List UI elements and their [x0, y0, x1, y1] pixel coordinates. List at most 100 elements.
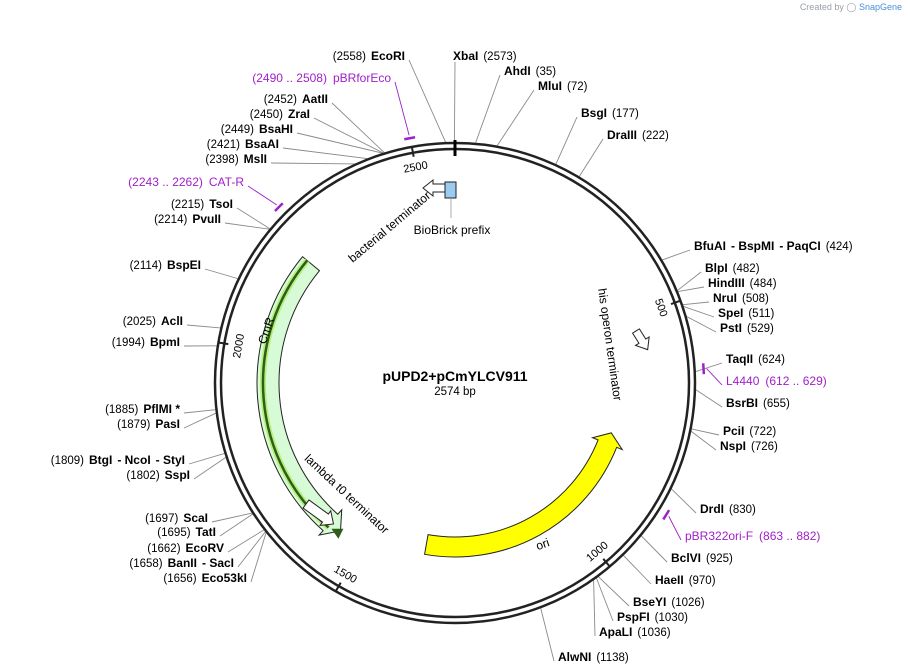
- site-label-bclvi[interactable]: BclVI(925): [671, 551, 733, 565]
- site-label-aatii[interactable]: (2452)AatII: [264, 92, 328, 106]
- site-name: - SacI: [202, 556, 234, 570]
- biobrick-prefix-box[interactable]: [444, 181, 457, 199]
- site-label-haeii[interactable]: HaeII(970): [655, 573, 716, 587]
- primer-label-cat-r[interactable]: (2243 .. 2262)CAT-R: [128, 175, 244, 189]
- site-label-pspfi[interactable]: PspFI(1030): [617, 610, 688, 624]
- site-label-bsahi[interactable]: (2449)BsaHI: [221, 122, 293, 136]
- site-position: (2573): [483, 51, 516, 63]
- tick-label-500: 500: [652, 297, 670, 318]
- site-position: (726): [751, 441, 778, 453]
- site-label-ecori[interactable]: (2558)EcoRI: [333, 49, 405, 63]
- credit-prefix: Created by: [799, 2, 844, 12]
- site-label-scai[interactable]: (1697) ScaI: [145, 511, 208, 525]
- site-name: ScaI: [183, 511, 208, 525]
- lambda-t0-terminator-arrow[interactable]: [301, 497, 339, 532]
- site-position: (2114): [130, 260, 163, 272]
- site-label-zrai[interactable]: (2450)ZraI: [250, 107, 310, 121]
- primer-mark-pbrforeco[interactable]: [404, 135, 416, 141]
- site-name: - BspMI: [731, 239, 774, 253]
- site-position: (1036): [637, 627, 670, 639]
- site-label-bsaai[interactable]: (2421)BsaAI: [207, 137, 279, 151]
- leader-line-alwni: [540, 608, 555, 662]
- site-position: (2215): [171, 199, 204, 211]
- site-label-tati[interactable]: (1695)TatI: [157, 525, 216, 539]
- site-label-taqii[interactable]: TaqII(624): [726, 352, 785, 366]
- site-label-apali[interactable]: ApaLI(1036): [599, 625, 671, 639]
- bacterial-terminator-arrow[interactable]: [422, 178, 446, 198]
- leader-line-pspfi: [596, 577, 614, 622]
- site-label-blpi[interactable]: BlpI(482): [705, 261, 760, 275]
- site-name: BsaAI: [245, 137, 279, 151]
- site-position: (1697): [145, 513, 178, 525]
- primer-label-l4440[interactable]: L4440(612 .. 629): [726, 374, 827, 388]
- site-name: PspFI: [617, 610, 650, 624]
- site-position: (1994): [112, 337, 145, 349]
- site-label-bfuai[interactable]: BfuAI- BspMI- PaqCI(424): [694, 239, 853, 253]
- site-label-bsgi[interactable]: BsgI(177): [581, 106, 639, 120]
- leader-line-ahdi: [475, 74, 501, 144]
- site-label-bsrbi[interactable]: BsrBI(655): [726, 396, 790, 410]
- tick-label-1500: 1500: [332, 564, 359, 587]
- site-label-pflmi[interactable]: (1885) PflMI *: [105, 402, 180, 416]
- site-position: (484): [750, 278, 777, 290]
- site-label-tsoi[interactable]: (2215) TsoI: [171, 197, 233, 211]
- site-label-msli[interactable]: (2398)MslI: [205, 152, 267, 166]
- site-name: TsoI: [209, 197, 233, 211]
- site-position: (1879): [117, 419, 150, 431]
- center-label: pUPD2+pCmYLCV911 2574 bp: [382, 368, 527, 398]
- site-label-acli[interactable]: (2025)AclI: [123, 314, 183, 328]
- site-name: SspI: [165, 468, 190, 482]
- leader-line-bsgi: [555, 116, 578, 165]
- site-leader-lines: [183, 59, 723, 662]
- site-name: TatI: [196, 525, 216, 539]
- site-position: (722): [749, 426, 776, 438]
- site-label-ahdi[interactable]: AhdI(35): [504, 64, 556, 78]
- site-label-nspi[interactable]: NspI(726): [720, 439, 778, 453]
- leader-line-bsaai: [282, 147, 368, 160]
- site-label-nrui[interactable]: NruI(508): [713, 291, 769, 305]
- site-label-ecorv[interactable]: (1662)EcoRV: [147, 541, 224, 555]
- site-position: (2450): [250, 109, 283, 121]
- primer-mark-pbr322ori-f[interactable]: [662, 509, 671, 521]
- primer-mark-l4440[interactable]: [701, 363, 706, 375]
- site-label-hindiii[interactable]: HindIII(484): [708, 276, 777, 290]
- leader-line-bseyi: [598, 576, 630, 607]
- site-label-draiii[interactable]: DraIII(222): [607, 128, 669, 142]
- primer-leader-pbrforeco: [394, 81, 410, 136]
- site-name: HaeII: [655, 573, 684, 587]
- leader-line-pvuii: [224, 222, 270, 230]
- site-label-alwni[interactable]: AlwNI(1138): [558, 650, 629, 664]
- site-label-xbai[interactable]: XbaI(2573): [453, 49, 517, 63]
- site-label-banii[interactable]: (1658)BanII- SacI: [129, 556, 234, 570]
- leader-line-xbai: [453, 61, 456, 143]
- site-label-bspei[interactable]: (2114)BspEI: [130, 258, 201, 272]
- his-operon-terminator-arrow[interactable]: [629, 327, 654, 354]
- site-name: BpmI: [150, 335, 180, 349]
- primer-mark-cat-r[interactable]: [274, 202, 284, 212]
- site-label-sspi[interactable]: (1802)SspI: [126, 468, 190, 482]
- site-label-btgi[interactable]: (1809)BtgI- NcoI- StyI: [51, 453, 185, 467]
- site-position: (1885): [105, 404, 138, 416]
- site-position: (624): [758, 354, 785, 366]
- site-name: PflMI *: [143, 402, 180, 416]
- site-label-bpmi[interactable]: (1994) BpmI: [112, 335, 180, 349]
- site-labels[interactable]: (2558)EcoRI XbaI(2573)AhdI(35)MluI(72) Bsg…: [51, 49, 853, 664]
- site-label-spei[interactable]: SpeI(511): [718, 306, 775, 320]
- leader-line-bfuai: [662, 249, 691, 261]
- site-label-mlui[interactable]: MluI(72): [538, 79, 588, 93]
- primer-label-pbr322ori-f[interactable]: pBR322ori-F(863 .. 882): [685, 529, 820, 543]
- site-label-pvuii[interactable]: (2214)PvuII: [154, 212, 221, 226]
- site-position: (529): [747, 323, 774, 335]
- primer-label-pbrforeco[interactable]: (2490 .. 2508)pBRforEco: [252, 71, 391, 85]
- site-label-pcii[interactable]: PciI(722): [723, 424, 776, 438]
- site-name: AlwNI: [558, 650, 591, 664]
- ori-feature-arrow[interactable]: [423, 432, 624, 558]
- site-label-psti[interactable]: PstI(529): [720, 321, 774, 335]
- site-label-drdi[interactable]: DrdI(830): [700, 502, 756, 516]
- site-label-pasi[interactable]: (1879)PasI: [117, 417, 180, 431]
- site-label-bseyi[interactable]: BseYI(1026): [633, 595, 705, 609]
- site-label-eco53ki[interactable]: (1656)Eco53kI: [163, 571, 247, 585]
- leader-line-pasi: [183, 412, 217, 429]
- site-name: PvuII: [192, 212, 221, 226]
- site-name: DraIII: [607, 128, 637, 142]
